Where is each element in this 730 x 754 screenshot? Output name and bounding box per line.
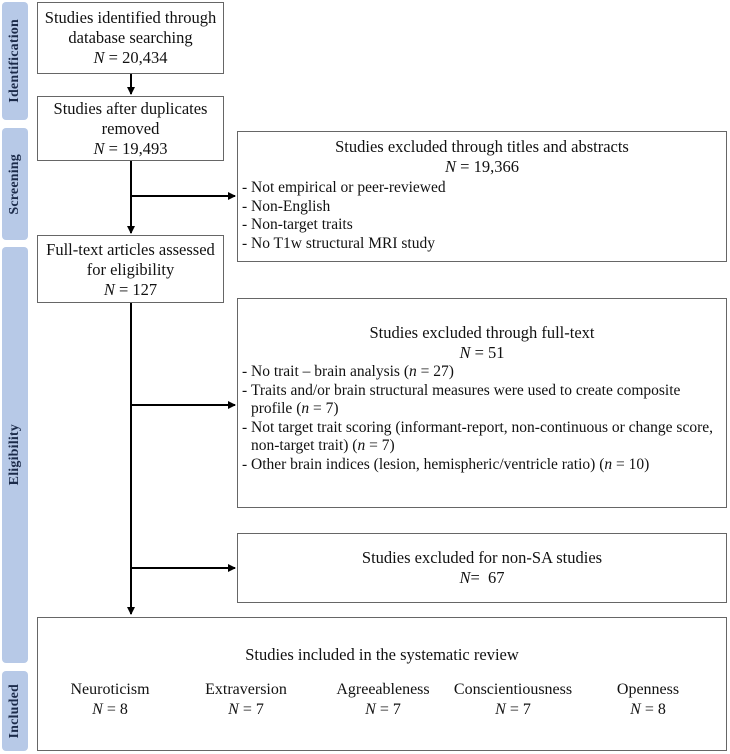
phase-eligibility: Eligibility <box>2 247 28 663</box>
trait-extraversion: Extraversion N = 7 <box>205 681 287 718</box>
count-after-duplicates: N = 19,493 <box>93 139 168 158</box>
list-item: No T1w structural MRI study <box>242 235 722 254</box>
count-excluded-titles: N = 19,366 <box>445 157 519 176</box>
included-title: Studies included in the systematic revie… <box>245 645 519 664</box>
list-item: Not empirical or peer-reviewed <box>242 179 722 198</box>
trait-neuroticism: Neuroticism N = 8 <box>70 681 150 718</box>
trait-conscientiousness: Conscientiousness N = 7 <box>453 681 573 718</box>
phase-screening: Screening <box>2 128 28 240</box>
box-full-text-assessed: Full-text articles assessed for eligibil… <box>37 235 224 303</box>
trait-openness: Openness N = 8 <box>616 681 680 718</box>
list-item: No trait – brain analysis (n = 27) <box>242 363 722 382</box>
trait-agreeableness: Agreeableness N = 7 <box>336 681 430 718</box>
box-included: Studies included in the systematic revie… <box>37 617 727 751</box>
count-full-text: N = 127 <box>103 280 158 299</box>
count-excluded-nonsa: N= 67 <box>459 568 505 587</box>
box-excluded-titles-abstracts: Studies excluded through titles and abst… <box>237 131 727 262</box>
list-item: Not target trait scoring (informant-repo… <box>242 419 722 456</box>
count-identified: N = 20,434 <box>93 48 168 67</box>
list-item: Traits and/or brain structural measures … <box>242 382 722 419</box>
box-excluded-non-sa: Studies excluded for non-SA studies N= 6… <box>237 533 727 603</box>
phase-included: Included <box>2 671 28 751</box>
count-excluded-fulltext: N = 51 <box>459 343 505 362</box>
box-identified: Studies identified through database sear… <box>37 2 224 74</box>
box-excluded-full-text: Studies excluded through full-text N = 5… <box>237 298 727 508</box>
list-item: Non-target traits <box>242 216 722 235</box>
list-item: Non-English <box>242 198 722 217</box>
phase-identification: Identification <box>2 2 28 120</box>
box-after-duplicates: Studies after duplicates removed N = 19,… <box>37 96 224 161</box>
exclusion-reasons-list: Not empirical or peer-reviewed Non-Engli… <box>242 179 722 253</box>
list-item: Other brain indices (lesion, hemispheric… <box>242 456 722 475</box>
fulltext-exclusion-reasons-list: No trait – brain analysis (n = 27) Trait… <box>242 363 722 474</box>
